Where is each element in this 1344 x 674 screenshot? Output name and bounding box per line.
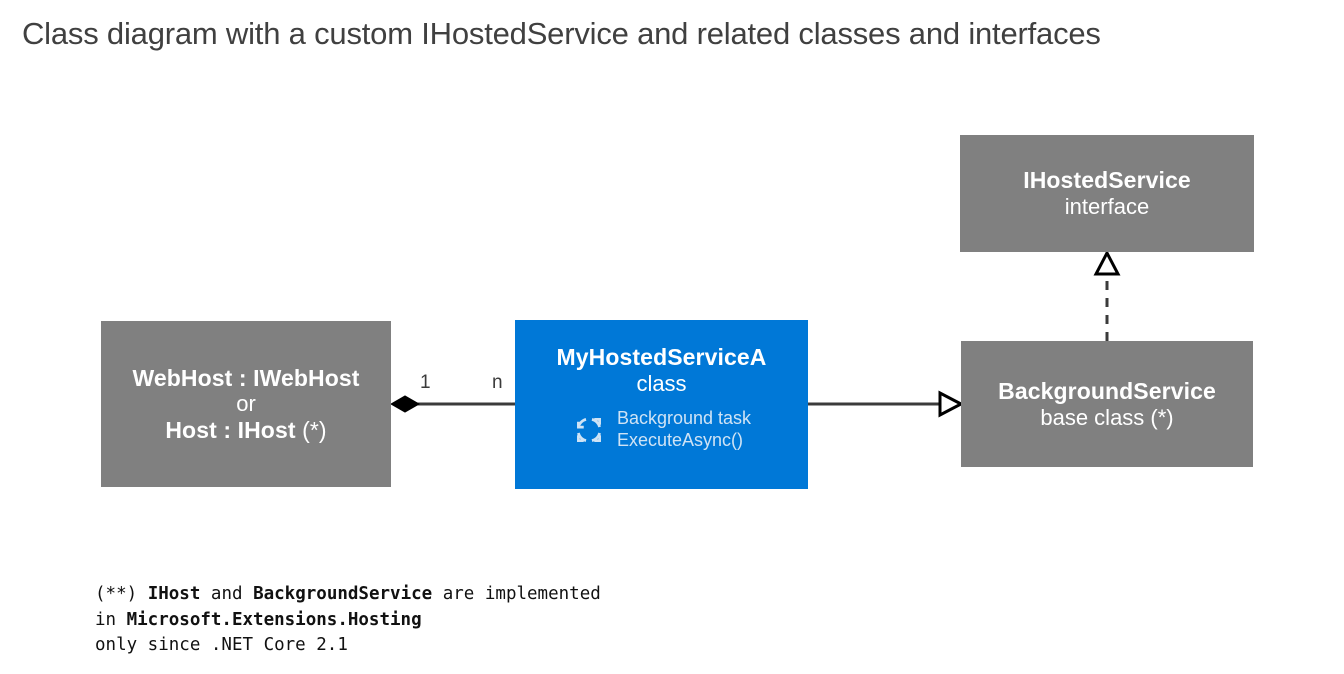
composition-filled-diamond (389, 395, 421, 413)
multiplicity-label-target: n (492, 372, 503, 393)
page-title: Class diagram with a custom IHostedServi… (22, 16, 1101, 51)
footnote-conjunction: and (200, 584, 254, 604)
node-backgroundservice[interactable]: BackgroundService base class (*) (961, 341, 1253, 467)
node-ihostedservice[interactable]: IHostedService interface (960, 135, 1254, 252)
footnote-line-1: (**) IHost and BackgroundService are imp… (95, 584, 601, 604)
node-webhost-title-alt-footnote-marker: (*) (295, 416, 327, 443)
node-webhost-or-separator: or (236, 391, 256, 417)
node-myhostedservicea-title: MyHostedServiceA (556, 344, 767, 370)
background-task-line-2: ExecuteAsync() (616, 430, 743, 451)
footnote-line-1-tail: are implemented (432, 584, 601, 604)
footnote-namespace: Microsoft.Extensions.Hosting (126, 609, 422, 630)
node-backgroundservice-title: BackgroundService (998, 377, 1216, 404)
background-task-line-1: Background task (616, 408, 752, 429)
footnote-marker: (**) (95, 584, 148, 604)
generalization-hollow-triangle-arrowhead (938, 390, 965, 418)
node-webhost-title-alt-text: Host : IHost (165, 416, 296, 443)
realization-hollow-triangle-arrowhead (1093, 249, 1121, 276)
edge-generalization (808, 390, 965, 418)
edge-composition (389, 395, 515, 413)
node-ihostedservice-title: IHostedService (1023, 167, 1191, 194)
multiplicity-label-source: 1 (420, 372, 431, 393)
node-webhost-title-alt: Host : IHost (*) (165, 417, 326, 444)
node-webhost[interactable]: WebHost : IWebHost or Host : IHost (*) (101, 321, 391, 487)
edge-realization (1093, 249, 1121, 341)
node-ihostedservice-subtitle: interface (1064, 194, 1150, 220)
node-myhostedservicea[interactable]: MyHostedServiceA class (515, 320, 808, 489)
background-task-text: Background task ExecuteAsync() (617, 408, 751, 452)
footnote-backgroundservice: BackgroundService (253, 584, 433, 604)
node-backgroundservice-subtitle: base class (*) (1040, 404, 1174, 430)
footnote-ihost: IHost (147, 584, 201, 604)
footnote: (**) IHost and BackgroundService are imp… (95, 582, 601, 659)
footnote-line-3: only since .NET Core 2.1 (95, 635, 348, 656)
node-webhost-title: WebHost : IWebHost (132, 364, 360, 391)
footnote-line-2: in Microsoft.Extensions.Hosting (95, 610, 422, 630)
refresh-loop-icon (576, 418, 601, 443)
background-task-row: Background task ExecuteAsync() (572, 408, 751, 452)
footnote-line-2-head: in (95, 609, 127, 630)
node-myhostedservicea-subtitle: class (636, 370, 687, 396)
